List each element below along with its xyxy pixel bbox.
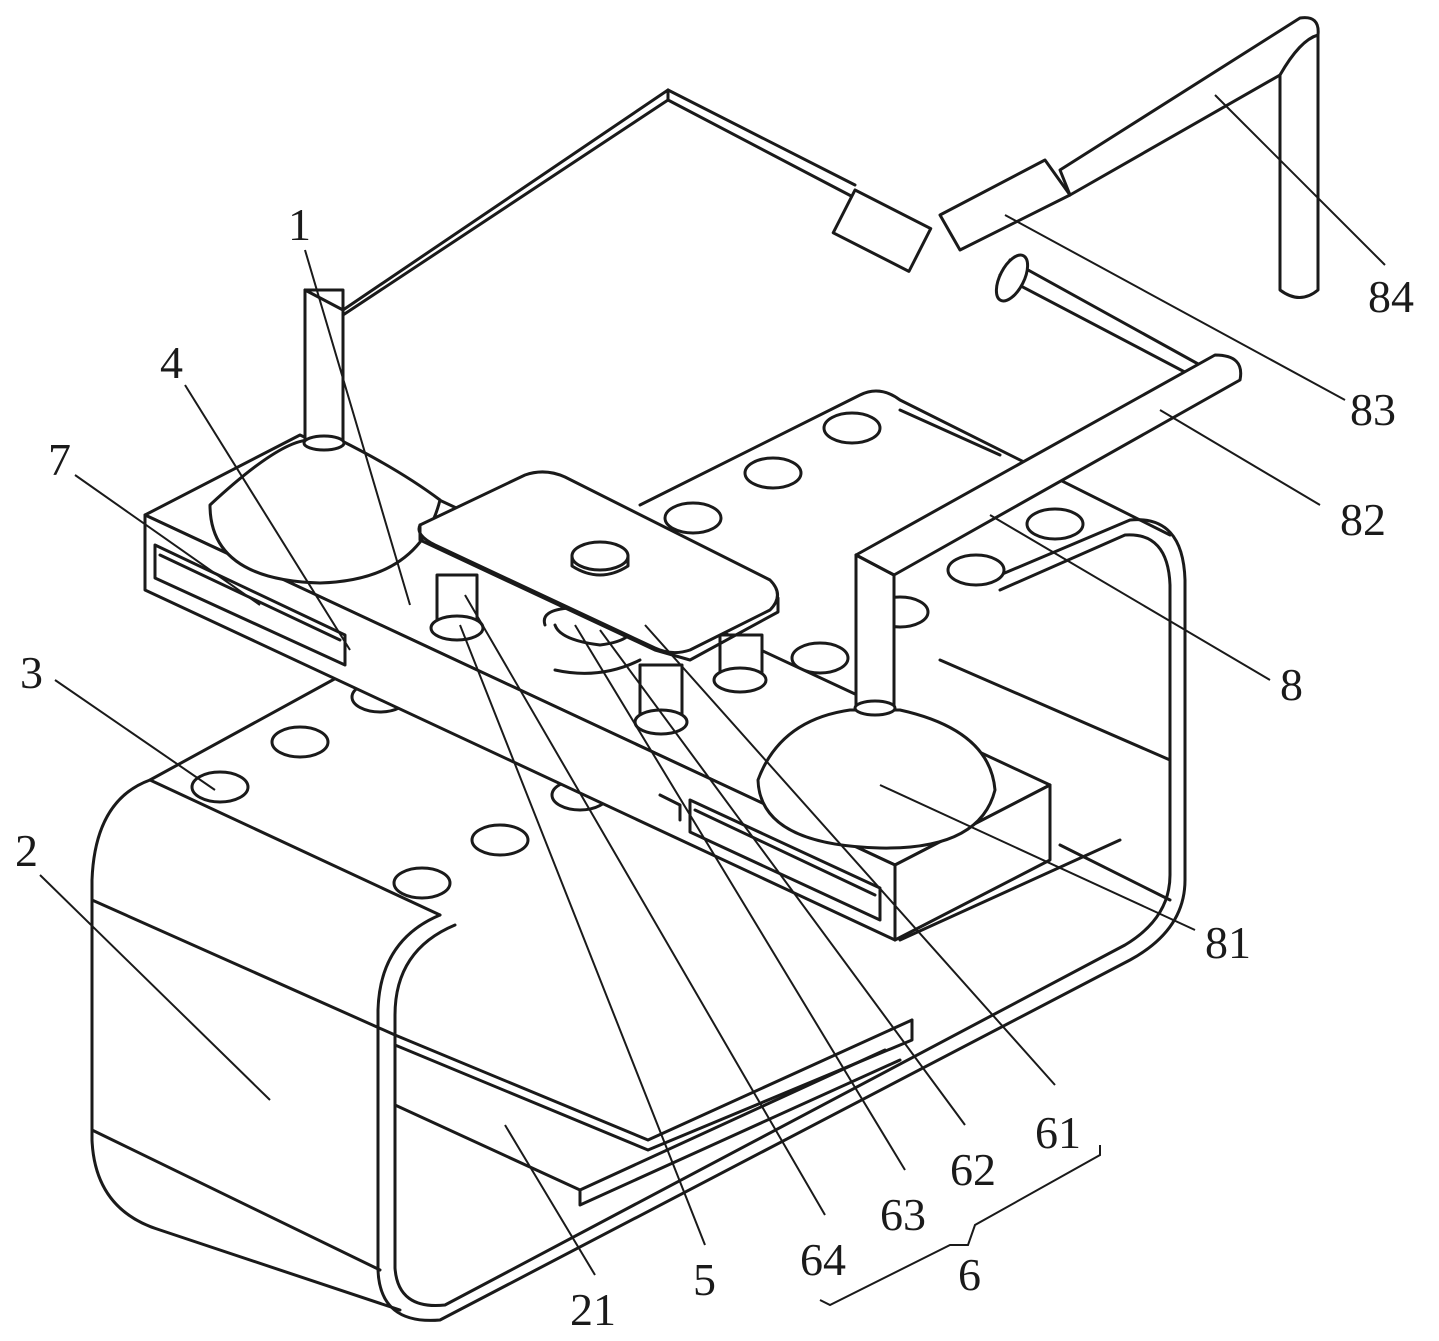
- hole: [272, 727, 328, 757]
- frame-back-line-2: [1060, 845, 1170, 900]
- rod-frame-left: [343, 90, 668, 315]
- label-84: 84: [1368, 271, 1414, 322]
- tray-top-edge: [395, 1020, 912, 1140]
- pin-5-foot: [431, 616, 483, 640]
- hole: [948, 555, 1004, 585]
- label-2: 2: [15, 825, 38, 876]
- hole: [472, 825, 528, 855]
- label-4: 4: [160, 337, 183, 388]
- rod-83: [940, 160, 1070, 250]
- label-6: 6: [958, 1249, 981, 1300]
- frame-left-inner-edge: [92, 900, 395, 1035]
- suction-cup-right-post: [856, 555, 894, 710]
- frame-left-wall: [92, 780, 400, 1310]
- hole: [824, 413, 880, 443]
- pin-64-foot: [714, 668, 766, 692]
- hole: [394, 868, 450, 898]
- label-7: 7: [48, 434, 71, 485]
- upper-rod-frame: [305, 18, 1318, 575]
- hole: [665, 503, 721, 533]
- hole: [745, 458, 801, 488]
- label-61: 61: [1035, 1107, 1081, 1158]
- leader-3: [55, 680, 215, 790]
- sleeve-83: [833, 190, 931, 271]
- suction-cup-left-post-base: [304, 436, 344, 450]
- label-64: 64: [800, 1234, 846, 1285]
- frame-left-bottom-edge: [92, 1130, 380, 1270]
- leader-8: [990, 515, 1270, 680]
- tray-lower-plate: [395, 1060, 900, 1205]
- label-83: 83: [1350, 384, 1396, 435]
- suction-cup-right-body: [758, 710, 995, 848]
- label-1: 1: [288, 199, 311, 250]
- rod-82: [856, 355, 1241, 575]
- rod-frame-back-2: [668, 100, 855, 198]
- label-21: 21: [570, 1284, 616, 1335]
- label-5: 5: [693, 1254, 716, 1305]
- rod-frame-right-2: [1000, 275, 1200, 380]
- suction-cup-right-post-base: [855, 701, 895, 715]
- tray-thickness: [395, 1020, 912, 1150]
- rod-frame-right: [1010, 260, 1200, 365]
- label-62: 62: [950, 1144, 996, 1195]
- leader-2: [40, 875, 270, 1100]
- hole: [192, 772, 248, 802]
- knob: [572, 542, 628, 570]
- rod-frame-back: [668, 90, 855, 185]
- label-81: 81: [1205, 917, 1251, 968]
- hole: [1027, 509, 1083, 539]
- suction-cup-left: [210, 290, 440, 583]
- label-63: 63: [880, 1189, 926, 1240]
- rod-84: [1060, 18, 1318, 298]
- sleeve-83-end: [990, 250, 1034, 305]
- label-8: 8: [1280, 659, 1303, 710]
- leader-82: [1160, 410, 1320, 505]
- frame-side-rail-2: [900, 410, 1000, 455]
- label-3: 3: [20, 647, 43, 698]
- label-82: 82: [1340, 494, 1386, 545]
